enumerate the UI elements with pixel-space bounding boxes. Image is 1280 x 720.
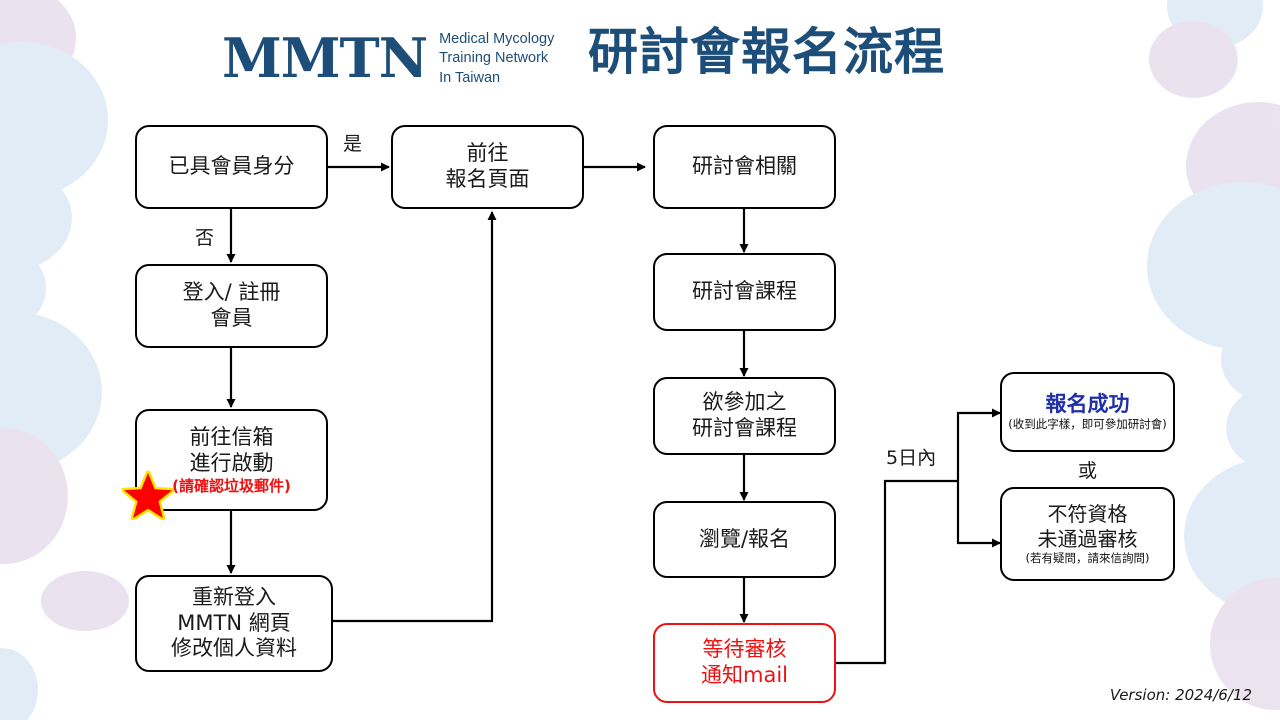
node-browse-signup[interactable]: 瀏覽/報名 xyxy=(653,501,836,578)
decor-ellipse xyxy=(0,428,68,564)
edge-split-to-rejected xyxy=(956,481,1001,548)
version-label: Version: 2024/6/12 xyxy=(1109,686,1252,704)
node-line: 報名頁面 xyxy=(445,167,530,191)
node-line: 通知mail xyxy=(701,663,788,687)
node-success[interactable]: 報名成功 (收到此字樣，即可參加研討會) xyxy=(1000,372,1175,452)
node-line: 未通過審核 xyxy=(1037,526,1138,551)
node-line: 已具會員身分 xyxy=(168,154,295,179)
edge-label-or: 或 xyxy=(1078,460,1098,482)
edge-label-yes: 是 xyxy=(343,133,363,155)
decor-ellipse xyxy=(1149,22,1237,98)
logo-subtitle-line: Training Network xyxy=(439,50,549,67)
node-line: 修改個人資料 xyxy=(171,636,297,661)
edge-label-within-5-days: 5日內 xyxy=(886,447,937,469)
decor-ellipse xyxy=(1221,316,1280,404)
rejected-note: (若有疑問，請來信詢問) xyxy=(1025,550,1150,565)
logo-subtitle-line: In Taiwan xyxy=(439,69,501,86)
node-line: 前往 xyxy=(466,141,509,166)
node-seminar-course[interactable]: 研討會課程 xyxy=(653,253,836,331)
decor-ellipse xyxy=(1147,182,1280,350)
decor-ellipse xyxy=(1186,102,1280,230)
logo-subtitle: Medical Mycology Training Network In Tai… xyxy=(439,28,554,88)
success-note: (收到此字樣，即可參加研討會) xyxy=(1008,417,1167,432)
node-line: 欲參加之 xyxy=(702,390,787,415)
logo-subtitle-line: Medical Mycology xyxy=(439,31,555,47)
node-member-check[interactable]: 已具會員身分 xyxy=(135,125,328,209)
edge-split-to-success xyxy=(956,408,1001,481)
logo-wordmark: MMTN xyxy=(222,26,428,91)
node-line: 等待審核 xyxy=(702,637,787,662)
node-line: 研討會課程 xyxy=(692,279,797,304)
decor-ellipse xyxy=(1150,22,1238,98)
node-line: 研討會相關 xyxy=(692,154,797,179)
junk-mail-note: (請確認垃圾郵件) xyxy=(172,476,291,495)
node-line: 會員 xyxy=(210,306,253,330)
decor-ellipse xyxy=(0,246,46,330)
decor-ellipse xyxy=(0,0,76,90)
node-desired-course[interactable]: 欲參加之 研討會課程 xyxy=(653,377,836,455)
edge-label-no: 否 xyxy=(195,227,215,249)
node-seminar-related[interactable]: 研討會相關 xyxy=(653,125,836,209)
node-login-signup[interactable]: 登入/ 註冊 會員 xyxy=(135,264,328,348)
decor-ellipse xyxy=(41,571,129,631)
decor-ellipse xyxy=(0,648,38,720)
node-await-review[interactable]: 等待審核 通知mail xyxy=(653,623,836,703)
node-line: 瀏覽/報名 xyxy=(698,526,791,551)
decor-ellipse xyxy=(0,42,108,198)
decor-ellipse xyxy=(0,164,72,272)
success-title: 報名成功 xyxy=(1045,392,1130,416)
decor-ellipse xyxy=(0,312,102,472)
mmtn-logo: MMTN Medical Mycology Training Network I… xyxy=(222,28,554,88)
edge-relogin-to-register xyxy=(333,211,497,623)
node-line: 重新登入 xyxy=(192,585,276,610)
edge-await-to-split xyxy=(836,479,958,665)
node-register-page[interactable]: 前往 報名頁面 xyxy=(391,125,584,209)
node-line: 不符資格 xyxy=(1047,502,1128,527)
decor-ellipse xyxy=(1226,388,1280,468)
node-rejected[interactable]: 不符資格 未通過審核 (若有疑問，請來信詢問) xyxy=(1000,487,1175,581)
node-line: 進行啟動 xyxy=(189,451,274,475)
node-line: 登入/ 註冊 xyxy=(182,280,281,305)
decor-ellipse xyxy=(1149,21,1237,97)
decor-ellipse xyxy=(1147,20,1239,100)
decor-ellipse xyxy=(1184,458,1280,614)
page-title: 研討會報名流程 xyxy=(588,23,945,81)
node-line: MMTN 網頁 xyxy=(177,610,291,635)
node-line: 研討會課程 xyxy=(692,416,797,440)
node-line: 前往信箱 xyxy=(189,425,274,450)
decor-ellipse xyxy=(1167,0,1263,48)
node-relogin-edit[interactable]: 重新登入 MMTN 網頁 修改個人資料 xyxy=(135,575,333,672)
node-activate-mail[interactable]: 前往信箱 進行啟動 (請確認垃圾郵件) xyxy=(135,409,328,511)
